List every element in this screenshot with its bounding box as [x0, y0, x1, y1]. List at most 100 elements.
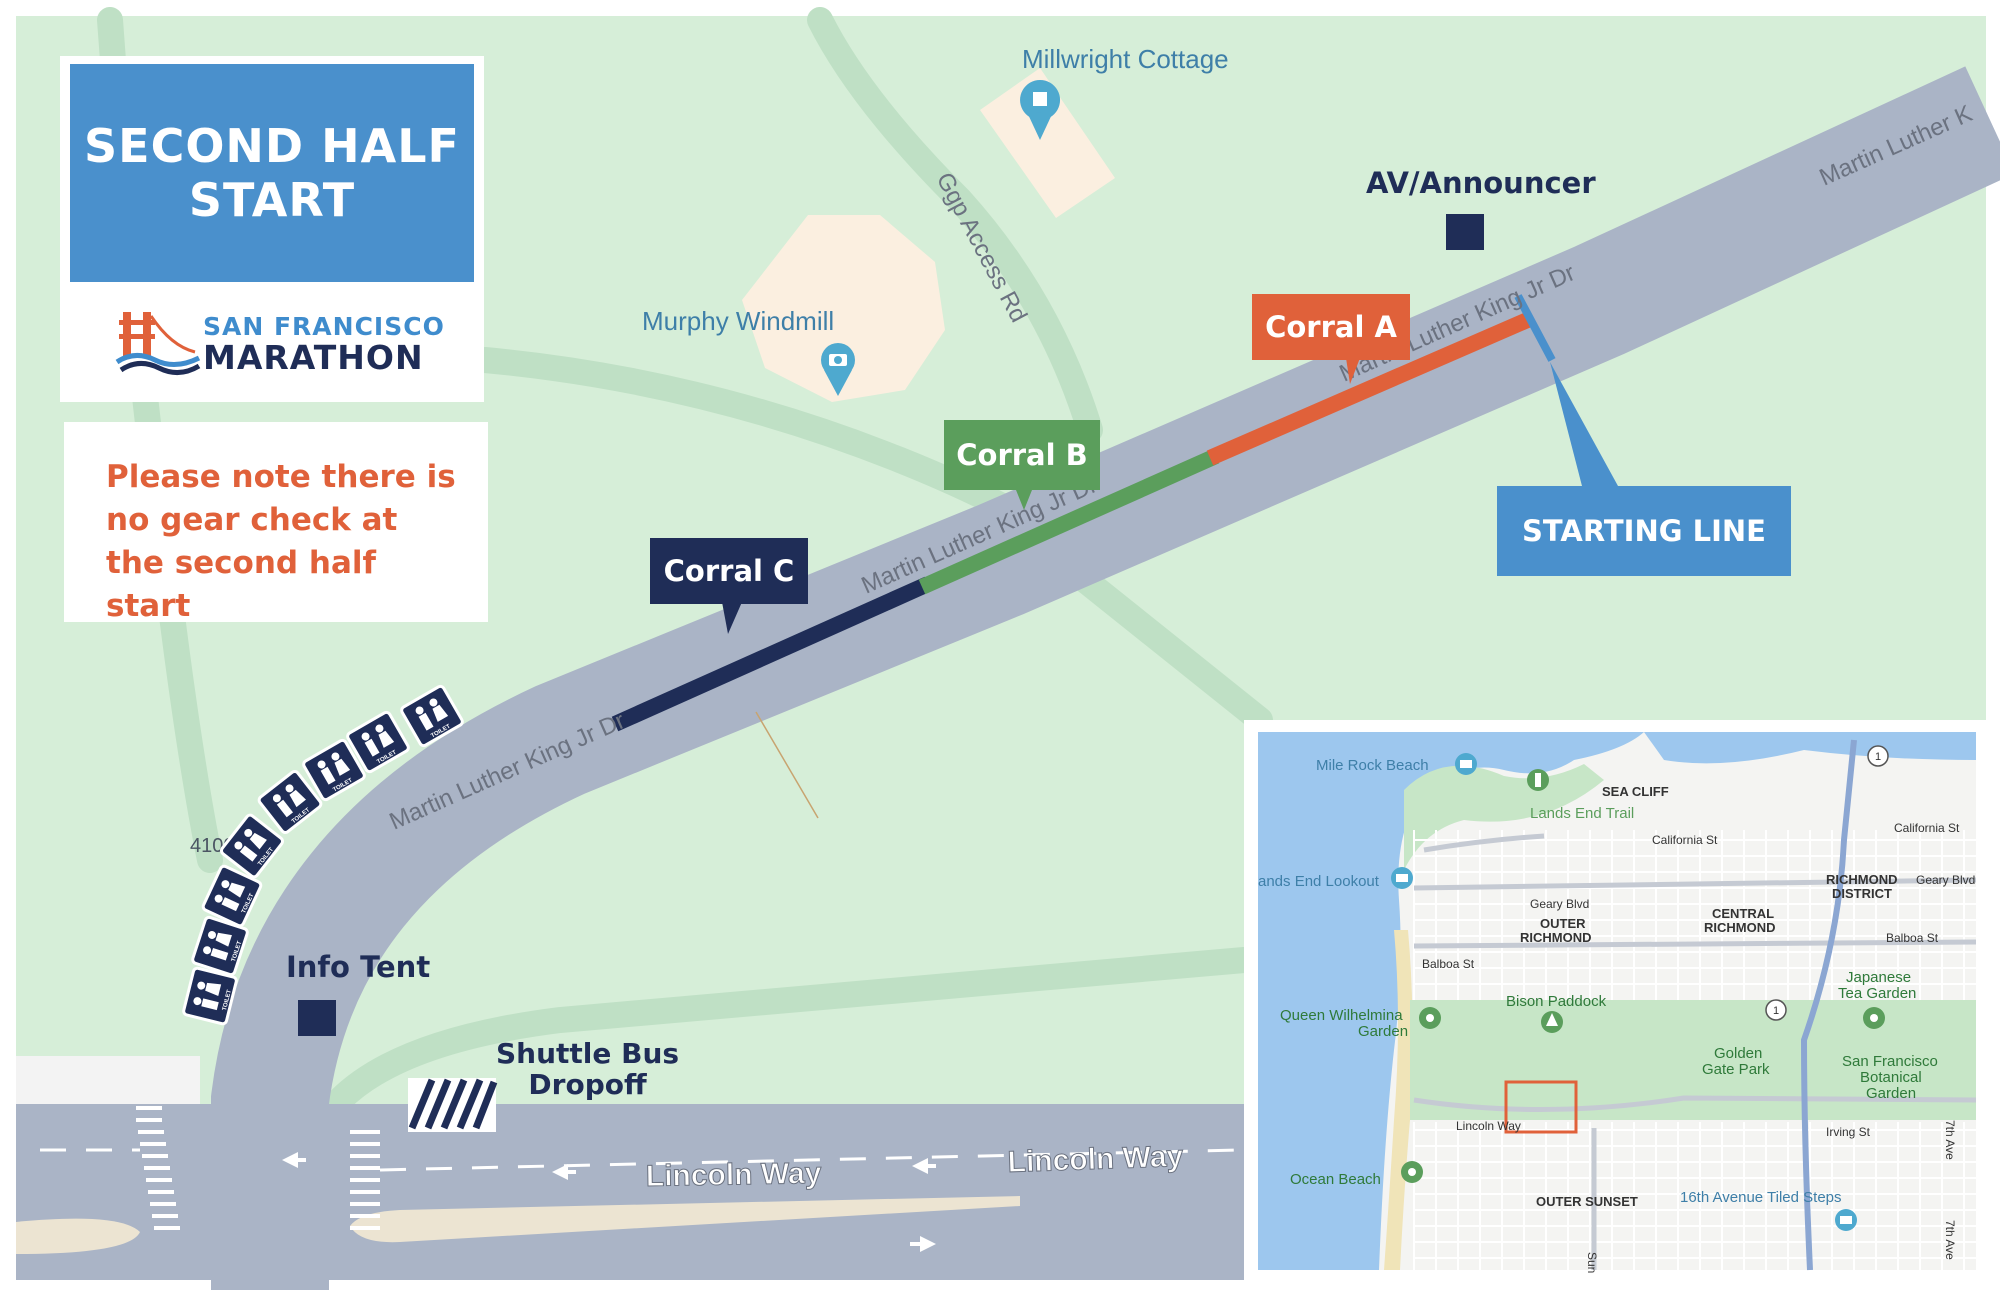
lincoln-way-road: [16, 1104, 1244, 1280]
starting-line-callout: STARTING LINE: [1497, 486, 1791, 576]
inset-label-bison: Bison Paddock: [1506, 993, 1607, 1010]
corral-b-zone: [918, 448, 1220, 595]
tiled-steps-pin: [1835, 1209, 1857, 1231]
inset-label-central-richmond-1: CENTRAL: [1712, 906, 1774, 921]
corral-a-pointer: [1346, 358, 1360, 384]
murphy-label: Murphy Windmill: [642, 306, 834, 336]
corral-b-pointer: [1016, 490, 1032, 510]
svg-text:TOILET: TOILET: [222, 989, 233, 1011]
logo-text-line2: MARATHON: [203, 338, 424, 377]
japanese-tea-garden-pin: [1863, 1007, 1885, 1029]
inset-labels: Mile Rock Beach SEA CLIFF Lands End Trai…: [1258, 757, 1975, 1273]
inset-label-irving: Irving St: [1826, 1125, 1871, 1139]
av-announcer-marker: [1446, 214, 1484, 250]
inset-label-lincoln: Lincoln Way: [1456, 1119, 1521, 1133]
inset-label-ggpark-2: Gate Park: [1702, 1061, 1770, 1078]
inset-label-sea-cliff: SEA CLIFF: [1602, 784, 1669, 799]
millwright-cottage-building: [980, 68, 1115, 218]
lane-markings: [40, 1148, 1241, 1172]
hwy-1-north-label: 1: [1875, 751, 1881, 763]
corral-c-label: Corral C: [663, 554, 795, 588]
lane-arrows: [282, 1152, 936, 1252]
starting-line-label: STARTING LINE: [1522, 514, 1766, 548]
millwright-label: Millwright Cottage: [1022, 44, 1229, 74]
inset-label-richmond-2: DISTRICT: [1832, 886, 1892, 901]
title-card: SECOND HALF START SAN FRANCISCO MARATHON: [60, 56, 484, 402]
mile-rock-pin: [1455, 753, 1477, 775]
gear-check-note-text: Please note there is no gear check at th…: [106, 459, 456, 624]
murphy-windmill-pin: [821, 343, 855, 396]
toilet-icon: TOILET: [257, 770, 323, 834]
shuttle-label-line1: Shuttle Bus: [496, 1037, 680, 1070]
road-median: [350, 1196, 1020, 1243]
toilet-icon: TOILET: [201, 864, 263, 928]
logo-text-line1: SAN FRANCISCO: [203, 312, 445, 341]
road-median-left: [16, 1218, 140, 1254]
golden-gate-logo-icon: [115, 312, 201, 375]
inset-label-geary-1: Geary Blvd: [1530, 897, 1589, 911]
corral-c-zone: [611, 576, 932, 732]
gear-check-note: Please note there is no gear check at th…: [64, 422, 488, 624]
starting-line-mark: [1514, 294, 1556, 362]
inset-label-mile-rock: Mile Rock Beach: [1316, 757, 1429, 774]
inset-locator-map: 1 1 Mile Rock Beach SEA CLIFF Lands End …: [1244, 720, 1990, 1282]
inset-label-richmond-1: RICHMOND: [1826, 872, 1898, 887]
inset-label-tiled-steps: 16th Avenue Tiled Steps: [1680, 1189, 1842, 1206]
inset-label-queen-1: Queen Wilhelmina: [1280, 1007, 1403, 1024]
corral-a-label: Corral A: [1265, 310, 1397, 344]
inset-label-lands-end-trail: Lands End Trail: [1530, 805, 1634, 822]
inset-label-sun: Sun: [1585, 1252, 1599, 1273]
toilet-icon: TOILET: [191, 915, 249, 977]
hwy-1-shield-north: 1: [1867, 745, 1889, 767]
corral-c-pointer: [722, 602, 742, 634]
queen-wilhelmina-pin: [1419, 1007, 1441, 1029]
inset-label-california-1: California St: [1652, 833, 1718, 847]
lincoln-way-label-1: Lincoln Way: [646, 1157, 822, 1193]
murphy-windmill-building: [742, 215, 945, 402]
title-line1: SECOND HALF: [84, 119, 460, 173]
inset-label-geary-2: Geary Blvd: [1916, 873, 1975, 887]
inset-label-botanical-3: Garden: [1866, 1085, 1916, 1102]
inset-label-botanical-1: San Francisco: [1842, 1053, 1938, 1070]
lands-end-park: [1404, 764, 1604, 870]
beach: [1384, 930, 1413, 1270]
toilet-icon: TOILET: [182, 966, 238, 1026]
location-highlight-box: [1504, 1080, 1578, 1134]
inset-label-japanese-1: Japanese: [1846, 969, 1911, 986]
marathon-logo: SAN FRANCISCO MARATHON: [115, 306, 445, 386]
inset-label-botanical-2: Botanical: [1860, 1069, 1922, 1086]
inset-label-lands-end-lookout: ands End Lookout: [1258, 873, 1380, 890]
bison-paddock-pin: [1541, 1011, 1563, 1033]
millwright-pin: [1020, 80, 1061, 140]
lands-end-lookout-pin: [1391, 867, 1413, 889]
lands-end-trail-pin: [1527, 769, 1549, 791]
info-tent-marker: [298, 1000, 336, 1036]
major-roads: [1413, 833, 1977, 1113]
inset-map-canvas: 1 1 Mile Rock Beach SEA CLIFF Lands End …: [1258, 732, 1977, 1273]
av-announcer-label: AV/Announcer: [1366, 166, 1596, 200]
starting-line-pointer: [1550, 362, 1618, 486]
inset-label-7th-ave-1: 7th Ave: [1943, 1120, 1957, 1160]
crosswalks: [136, 1106, 380, 1230]
roads: [211, 66, 2000, 1290]
inset-label-ggpark-1: Golden: [1714, 1045, 1762, 1062]
corral-b-label: Corral B: [956, 438, 1088, 472]
corral-a-callout: Corral A: [1252, 294, 1410, 360]
hwy-1-shield-south: 1: [1765, 999, 1787, 1021]
inset-label-outer-sunset: OUTER SUNSET: [1536, 1194, 1638, 1209]
corral-b-callout: Corral B: [944, 420, 1100, 490]
inset-label-outer-richmond-2: RICHMOND: [1520, 930, 1592, 945]
inset-label-outer-richmond-1: OUTER: [1540, 916, 1586, 931]
inset-label-ocean-beach: Ocean Beach: [1290, 1171, 1381, 1188]
title-banner: SECOND HALF START: [70, 64, 474, 282]
inset-label-7th-ave-2: 7th Ave: [1943, 1220, 1957, 1260]
inset-label-queen-2: Garden: [1358, 1023, 1408, 1040]
street-grid: [1413, 830, 1976, 1270]
inset-label-balboa-1: Balboa St: [1422, 957, 1475, 971]
shuttle-label-line2: Dropoff: [528, 1068, 647, 1101]
corral-a-zone: [1206, 310, 1536, 466]
inset-label-japanese-2: Tea Garden: [1838, 985, 1916, 1002]
lincoln-way-label-2: Lincoln Way: [1007, 1140, 1184, 1179]
